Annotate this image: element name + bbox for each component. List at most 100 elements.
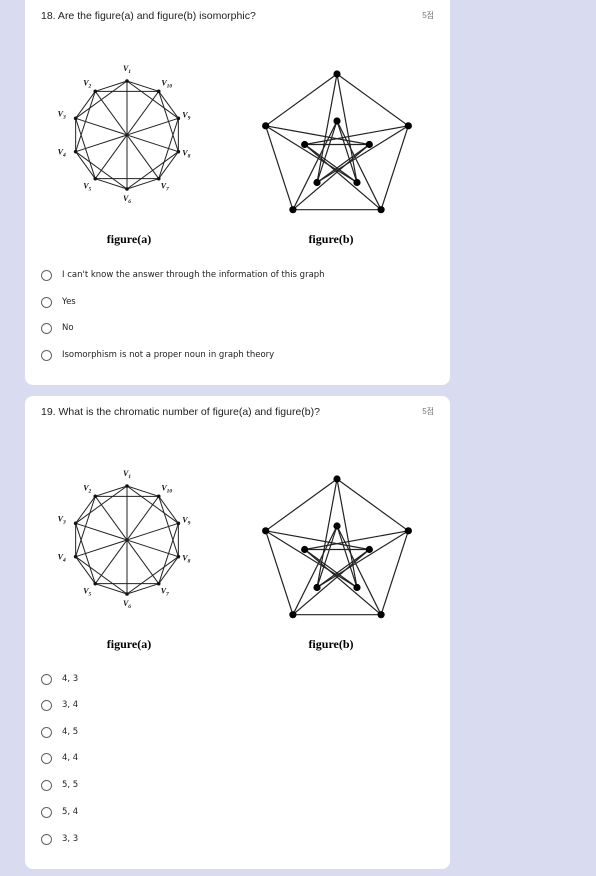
option-4-3[interactable]: 4, 3 — [41, 670, 78, 688]
graph-vertex — [156, 176, 161, 181]
radio-button[interactable] — [41, 296, 52, 308]
vertex-letter: V — [123, 469, 129, 478]
option-cant-know[interactable]: I can't know the answer through the info… — [41, 266, 325, 284]
graph-vertex — [176, 149, 181, 154]
question-card-19: 19. What is the chromatic number of figu… — [25, 396, 450, 869]
radio-button[interactable] — [41, 752, 52, 764]
graph-vertex — [404, 122, 412, 130]
vertex-subscript: 2 — [88, 83, 92, 89]
graph-vertex — [125, 79, 129, 83]
graph-edge — [304, 530, 409, 551]
vertex-letter: V — [83, 182, 89, 191]
vertex-label: V9 — [182, 515, 190, 526]
graph-edge — [126, 80, 159, 92]
figure-b-graph — [262, 475, 412, 619]
graph-edge — [158, 91, 179, 119]
vertex-subscript: 9 — [188, 520, 191, 526]
vertex-letter: V — [182, 515, 188, 524]
radio-button[interactable] — [41, 779, 52, 791]
graph-vertex — [93, 581, 98, 586]
graph-edge — [75, 556, 96, 584]
graph-edge — [94, 496, 160, 584]
vertex-letter: V — [58, 514, 64, 523]
option-3-3[interactable]: 3, 3 — [41, 830, 78, 848]
vertex-letter: V — [83, 483, 89, 492]
graph-vertex — [333, 70, 341, 78]
option-label: 3, 3 — [62, 834, 79, 844]
graph-vertex — [93, 89, 98, 94]
vertex-label: V1 — [123, 64, 131, 75]
vertex-subscript: 5 — [89, 187, 92, 193]
graph-edge — [95, 485, 128, 497]
vertex-subscript: 2 — [88, 488, 92, 494]
vertex-label: V5 — [83, 587, 91, 598]
option-not-proper-noun[interactable]: Isomorphism is not a proper noun in grap… — [41, 346, 274, 364]
radio-button[interactable] — [41, 699, 52, 711]
radio-button[interactable] — [41, 349, 52, 361]
vertex-letter: V — [182, 554, 188, 563]
graph-edge — [316, 125, 409, 184]
vertex-label: V5 — [83, 182, 91, 193]
vertex-label: V6 — [123, 599, 131, 610]
graph-edge — [304, 125, 409, 146]
graph-edge — [265, 530, 358, 589]
vertex-label: V2 — [83, 78, 91, 89]
graph-edge — [265, 125, 294, 210]
option-label: 5, 4 — [62, 807, 79, 817]
vertex-label: V8 — [182, 149, 190, 160]
vertex-label: V7 — [161, 587, 169, 598]
graph-vertex — [73, 554, 78, 559]
radio-button[interactable] — [41, 673, 52, 685]
option-5-5[interactable]: 5, 5 — [41, 776, 78, 794]
option-3-4[interactable]: 3, 4 — [41, 696, 78, 714]
option-4-4[interactable]: 4, 4 — [41, 749, 78, 767]
graph-vertex — [73, 116, 78, 121]
graph-vertex — [156, 581, 161, 586]
graph-edge — [316, 144, 370, 183]
graph-vertex — [289, 206, 297, 214]
vertex-letter: V — [58, 553, 64, 562]
figure-b-graph — [262, 70, 412, 214]
graph-edge — [265, 125, 370, 146]
radio-button[interactable] — [41, 269, 52, 281]
option-yes[interactable]: Yes — [41, 293, 76, 311]
graph-vertex — [125, 484, 129, 488]
radio-button[interactable] — [41, 833, 52, 845]
graph-edge — [380, 530, 409, 615]
vertex-letter: V — [83, 78, 89, 87]
vertex-subscript: 10 — [167, 83, 173, 89]
option-label: 4, 5 — [62, 727, 79, 737]
option-label: 3, 4 — [62, 700, 79, 710]
vertex-label: V10 — [161, 78, 172, 89]
vertex-subscript: 4 — [62, 558, 66, 564]
vertex-subscript: 1 — [128, 69, 131, 75]
vertex-subscript: 4 — [62, 153, 66, 159]
radio-button[interactable] — [41, 806, 52, 818]
vertex-letter: V — [161, 483, 167, 492]
graph-edge — [265, 73, 338, 127]
vertex-label: V3 — [58, 514, 66, 525]
graph-vertex — [289, 611, 297, 619]
graph-edge — [158, 151, 179, 179]
vertex-subscript: 3 — [62, 114, 66, 120]
option-label: 4, 4 — [62, 753, 79, 763]
figure-a-label: figure(a) — [107, 232, 151, 246]
graph-vertex — [73, 149, 78, 154]
option-no[interactable]: No — [41, 319, 74, 337]
radio-button[interactable] — [41, 322, 52, 334]
graph-edge — [304, 549, 382, 616]
vertex-subscript: 5 — [89, 592, 92, 598]
graph-edge — [292, 549, 370, 616]
radio-button[interactable] — [41, 726, 52, 738]
graph-edge — [75, 91, 96, 119]
vertex-subscript: 9 — [188, 115, 191, 121]
graph-edge — [304, 549, 358, 588]
option-4-5[interactable]: 4, 5 — [41, 723, 78, 741]
graph-vertex — [301, 140, 309, 149]
option-5-4[interactable]: 5, 4 — [41, 803, 78, 821]
vertex-subscript: 7 — [166, 187, 169, 193]
graph-edge — [304, 144, 358, 183]
option-label: No — [62, 323, 74, 333]
